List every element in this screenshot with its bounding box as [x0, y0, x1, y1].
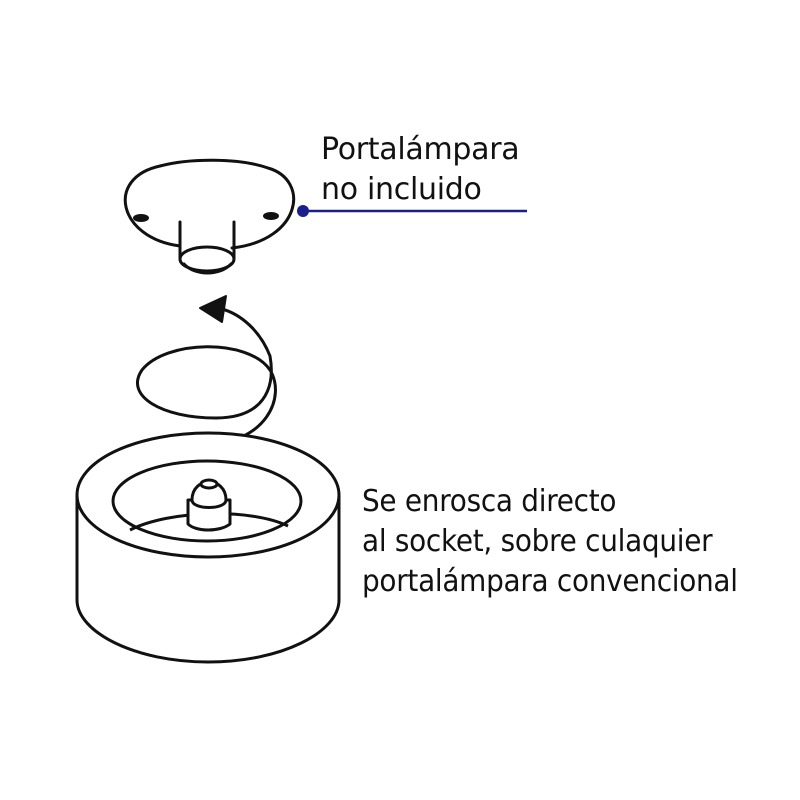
callout-lamp-holder: Portalámpara no incluido: [321, 130, 520, 210]
round-bulb-icon: [75, 431, 341, 664]
lamp-holder-body: [123, 158, 296, 250]
callout-lamp-holder-line2: no incluido: [321, 172, 482, 207]
callout-screw-in-line1: Se enrosca directo: [362, 484, 617, 519]
socket-nub-top: [190, 480, 228, 509]
lamp-holder-screw-base: [178, 245, 236, 273]
rotation-arrow-icon: [135, 295, 277, 448]
leader-line: [297, 205, 527, 217]
callout-lamp-holder-line1: Portalámpara: [321, 132, 520, 167]
callout-screw-in: Se enrosca directo al socket, sobre cula…: [362, 482, 738, 602]
rotation-arrow-head: [199, 295, 227, 323]
rotation-arrow-spiral: [135, 307, 277, 448]
bulb-inner-ring: [111, 459, 303, 543]
lamp-holder-hole-right: [263, 212, 279, 220]
lamp-holder-screw-thread: [182, 262, 233, 275]
leader-dot: [297, 205, 309, 217]
lamp-holder-hole-left: [133, 214, 149, 222]
callout-screw-in-line3: portalámpara convencional: [362, 564, 738, 599]
callout-screw-in-line2: al socket, sobre culaquier: [362, 524, 713, 559]
lamp-holder-icon: [123, 158, 296, 275]
socket-nub-cap: [199, 478, 219, 490]
